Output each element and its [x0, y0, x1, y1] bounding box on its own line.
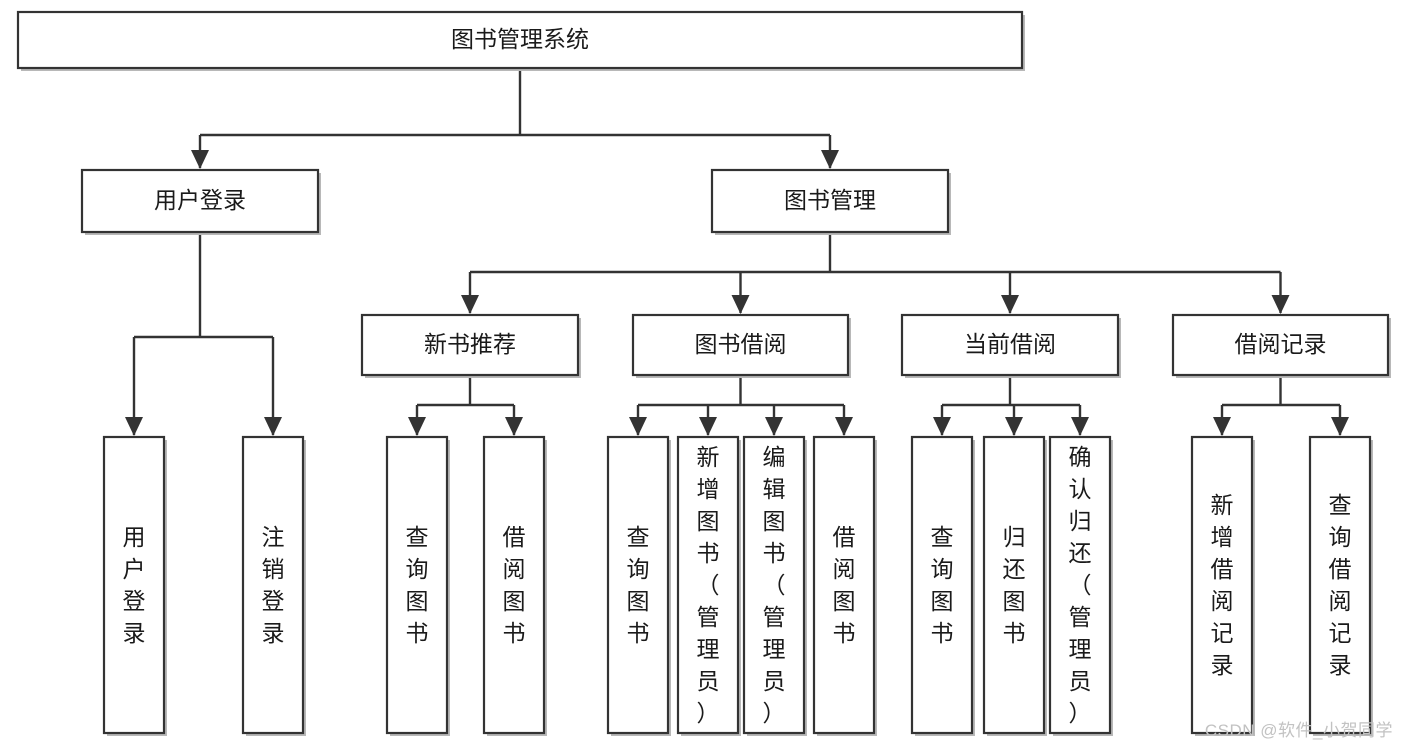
arrow-head-icon	[505, 417, 523, 436]
arrow-head-icon	[699, 417, 717, 436]
arrow-head-icon	[835, 417, 853, 436]
node-book-management-label: 图书管理	[784, 187, 876, 213]
arrow-head-icon	[264, 417, 282, 436]
node-leaf-user-login[interactable]: 用户登录	[102, 435, 167, 736]
node-new-book-recommend[interactable]: 新书推荐	[360, 313, 581, 378]
node-borrow-record[interactable]: 借阅记录	[1171, 313, 1391, 378]
node-leaf-query-book-1[interactable]: 查询图书	[385, 435, 450, 736]
node-leaf-confirm-return-admin[interactable]: 确认归还（管理员）	[1048, 435, 1113, 736]
node-leaf-add-borrow-record-label: 新增借阅记录	[1211, 492, 1234, 678]
node-leaf-return-book[interactable]: 归还图书	[982, 435, 1047, 736]
arrow-head-icon	[408, 417, 426, 436]
node-leaf-query-book-1-label: 查询图书	[406, 524, 429, 646]
node-leaf-borrow-book-1[interactable]: 借阅图书	[482, 435, 547, 736]
node-user-login[interactable]: 用户登录	[80, 168, 321, 235]
arrow-head-icon	[191, 150, 209, 169]
arrow-head-icon	[1005, 417, 1023, 436]
node-new-book-recommend-label: 新书推荐	[424, 331, 516, 357]
boxes-layer: 图书管理系统用户登录图书管理新书推荐图书借阅当前借阅借阅记录用户登录注销登录查询…	[16, 10, 1391, 736]
connectors-layer	[125, 68, 1349, 436]
node-leaf-query-book-3-label: 查询图书	[931, 524, 954, 646]
node-leaf-logout-login-label: 注销登录	[262, 524, 285, 646]
node-leaf-query-book-2[interactable]: 查询图书	[606, 435, 671, 736]
node-book-borrow[interactable]: 图书借阅	[631, 313, 851, 378]
node-leaf-borrow-book-2-label: 借阅图书	[833, 524, 856, 646]
arrow-head-icon	[629, 417, 647, 436]
node-leaf-edit-book-admin[interactable]: 编辑图书（管理员）	[742, 435, 807, 736]
arrow-head-icon	[933, 417, 951, 436]
node-leaf-add-book-admin[interactable]: 新增图书（管理员）	[676, 435, 741, 736]
arrow-head-icon	[125, 417, 143, 436]
node-leaf-borrow-book-2[interactable]: 借阅图书	[812, 435, 877, 736]
node-leaf-add-borrow-record[interactable]: 新增借阅记录	[1190, 435, 1255, 736]
arrow-head-icon	[731, 295, 750, 314]
node-current-borrow[interactable]: 当前借阅	[900, 313, 1121, 378]
node-current-borrow-label: 当前借阅	[964, 331, 1056, 357]
node-book-borrow-label: 图书借阅	[695, 331, 787, 357]
node-leaf-query-borrow-record-label: 查询借阅记录	[1329, 492, 1352, 678]
arrow-head-icon	[1331, 417, 1349, 436]
node-borrow-record-label: 借阅记录	[1235, 331, 1327, 357]
node-leaf-user-login-label: 用户登录	[123, 524, 146, 646]
node-book-management[interactable]: 图书管理	[710, 168, 951, 235]
arrow-head-icon	[1213, 417, 1231, 436]
node-root[interactable]: 图书管理系统	[16, 10, 1025, 71]
node-leaf-add-book-admin-label: 新增图书（管理员）	[697, 444, 720, 726]
node-leaf-borrow-book-1-label: 借阅图书	[503, 524, 526, 646]
node-root-label: 图书管理系统	[451, 26, 589, 52]
node-leaf-query-borrow-record[interactable]: 查询借阅记录	[1308, 435, 1373, 736]
node-leaf-query-book-3[interactable]: 查询图书	[910, 435, 975, 736]
node-leaf-logout-login[interactable]: 注销登录	[241, 435, 306, 736]
node-leaf-return-book-label: 归还图书	[1003, 524, 1026, 646]
node-leaf-query-book-2-label: 查询图书	[627, 524, 650, 646]
node-leaf-confirm-return-admin-label: 确认归还（管理员）	[1069, 444, 1092, 726]
node-leaf-edit-book-admin-label: 编辑图书（管理员）	[763, 444, 786, 726]
arrow-head-icon	[821, 150, 839, 169]
arrow-head-icon	[1001, 295, 1019, 314]
arrow-head-icon	[1071, 417, 1089, 436]
arrow-head-icon	[461, 295, 479, 314]
node-user-login-label: 用户登录	[154, 187, 246, 213]
arrow-head-icon	[1271, 295, 1290, 314]
arrow-head-icon	[765, 417, 783, 436]
